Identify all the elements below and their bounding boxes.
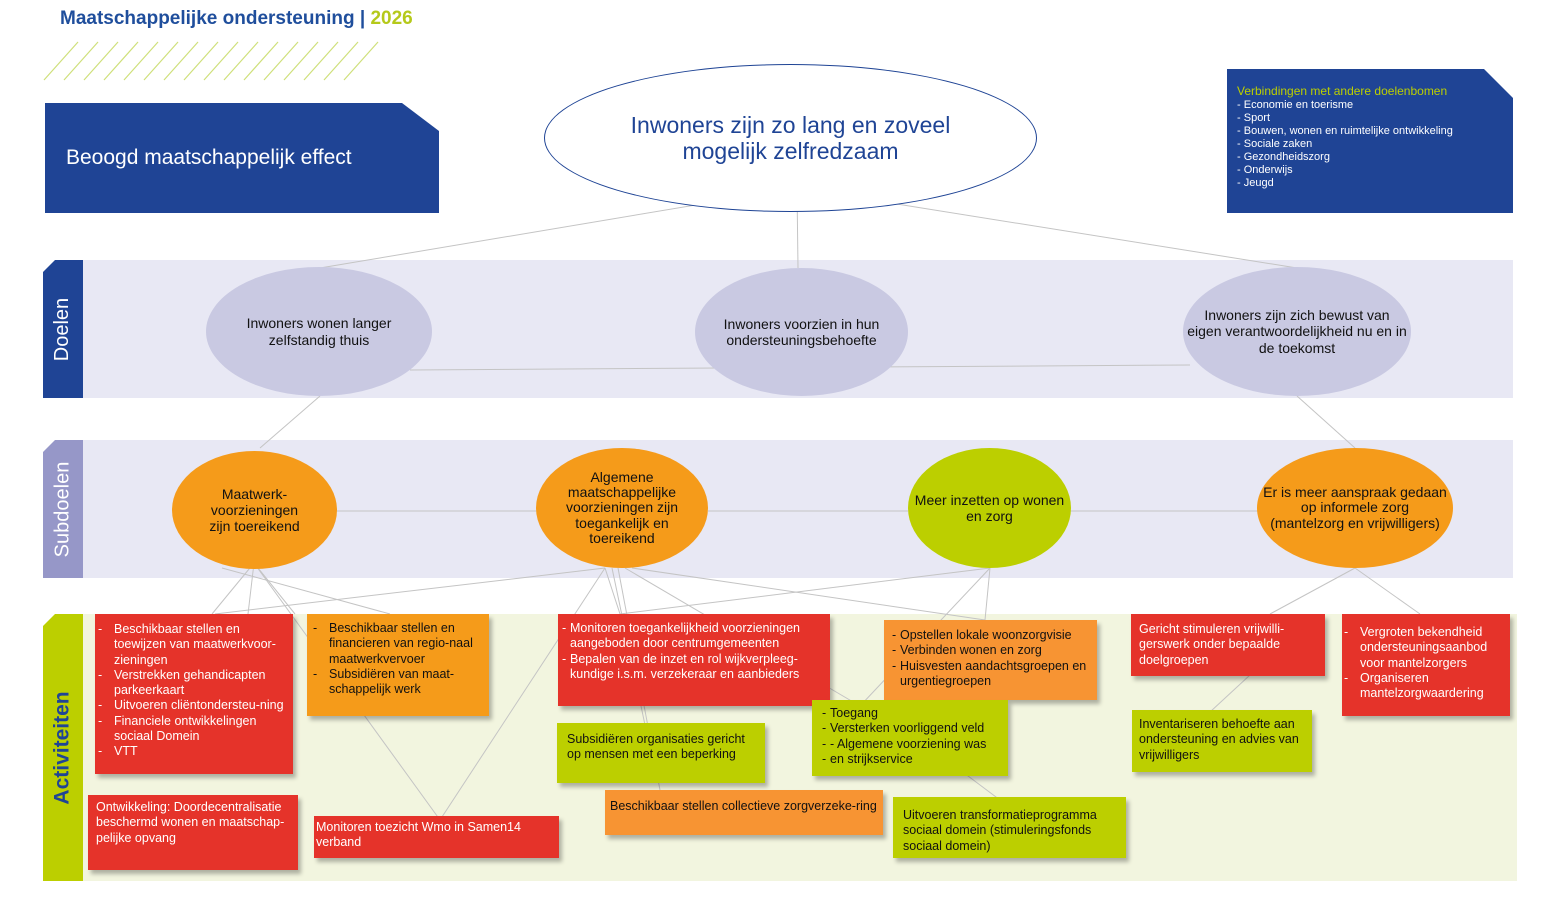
activity-item: Beschikbaar stellen en financieren van r… (311, 621, 485, 667)
activity-note-8: Opstellen lokale woonzorgvisie Verbinden… (884, 620, 1097, 700)
activity-text-12: Inventariseren behoefte aan ondersteunin… (1139, 717, 1299, 762)
effect-label: Beoogd maatschappelijk effect (66, 146, 352, 169)
title-text: Maatschappelijke ondersteuning (60, 8, 355, 29)
connection-item: - Jeugd (1237, 177, 1274, 189)
activity-item: - Algemene voorziening was (822, 737, 1004, 753)
connection-item: - Bouwen, wonen en ruimtelijke ontwikkel… (1237, 125, 1453, 137)
activity-note-11: Gericht stimuleren vrijwilli-gerswerk on… (1131, 614, 1325, 676)
activity-note-10: Uitvoeren transformatieprogramma sociaal… (893, 797, 1126, 858)
activity-note-4: Monitoren toezicht Wmo in Samen14 verban… (314, 816, 559, 858)
activity-item: Toegang (822, 706, 1004, 722)
title-year: 2026 (370, 8, 413, 29)
connection-item: - Sport (1237, 112, 1271, 124)
activity-item: Bepalen van de inzet en rol wijkverpleeg… (562, 652, 826, 683)
connection-item: - Economie en toerisme (1237, 99, 1354, 111)
page-title: Maatschappelijke ondersteuning | 2026 (60, 8, 413, 30)
subdoel-text-4: Er is meer aanspraak gedaan op informele… (1263, 483, 1447, 531)
activity-item: Vergroten bekendheid ondersteuningsaanbo… (1342, 625, 1506, 671)
connections-list: - Economie en toerisme - Sport - Bouwen,… (1237, 99, 1507, 190)
activity-text-6: Subsidiëren organisaties gericht op mens… (567, 732, 745, 762)
doel-text-3: Inwoners zijn zich bewust van eigen vera… (1187, 307, 1407, 356)
connections-title: Verbindingen met andere doelenbomen (1237, 84, 1448, 98)
decorative-hatch (43, 41, 379, 81)
activity-text-7: Beschikbaar stellen collectieve zorgverz… (610, 799, 877, 813)
activity-text-4: Monitoren toezicht Wmo in Samen14 verban… (316, 820, 521, 850)
activity-item: Verbinden wonen en zorg (892, 643, 1093, 659)
doel-ellipse-2: Inwoners voorzien in hun ondersteuningsb… (695, 268, 908, 396)
doel-ellipse-1: Inwoners wonen langer zelfstandig thuis (206, 267, 432, 396)
activity-item: Monitoren toegankelijkheid voorzieningen… (562, 621, 826, 652)
title-separator: | (359, 8, 366, 29)
doelen-tab-shape (43, 260, 83, 398)
activity-note-13: Vergroten bekendheid ondersteuningsaanbo… (1342, 614, 1510, 716)
activity-list-9: Toegang Versterken voorliggend veld - Al… (822, 706, 1004, 767)
activity-item: VTT (96, 744, 289, 760)
subdoelen-tab-shape (43, 440, 83, 578)
connection-item: - Gezondheidszorg (1237, 151, 1330, 163)
activity-list-13: Vergroten bekendheid ondersteuningsaanbo… (1342, 625, 1506, 701)
activity-note-3: Beschikbaar stellen en financieren van r… (307, 614, 489, 716)
main-goal-text: Inwoners zijn zo lang en zoveel mogelijk… (630, 111, 951, 164)
activity-text-2: Ontwikkeling: Doordecentralisatie besche… (96, 800, 285, 845)
activity-note-12: Inventariseren behoefte aan ondersteunin… (1132, 710, 1312, 772)
activity-item: Verstrekken gehandicapten parkeerkaart (96, 668, 289, 699)
activity-list-5: Monitoren toegankelijkheid voorzieningen… (562, 621, 826, 682)
connections-box-shape (1227, 69, 1513, 213)
activity-item: Huisvesten aandachtsgroepen en urgentieg… (892, 659, 1093, 690)
activity-item: Subsidiëren van maat-schappelijk werk (311, 667, 485, 698)
activity-list-8: Opstellen lokale woonzorgvisie Verbinden… (892, 628, 1093, 689)
activity-list-3: Beschikbaar stellen en financieren van r… (311, 621, 485, 697)
subdoel-ellipse-1: Maatwerk-voorzieningen zijn toereikend (172, 451, 337, 569)
doel-text-2: Inwoners voorzien in hun ondersteuningsb… (723, 315, 880, 348)
main-goal-ellipse: Inwoners zijn zo lang en zoveel mogelijk… (544, 64, 1037, 212)
connection-item: - Sociale zaken (1237, 138, 1313, 150)
activity-text-10: Uitvoeren transformatieprogramma sociaal… (903, 808, 1097, 853)
subdoel-text-3: Meer inzetten op wonen en zorg (914, 491, 1065, 524)
activity-note-5: Monitoren toegankelijkheid voorzieningen… (558, 614, 830, 706)
activity-note-1: Beschikbaar stellen en toewijzen van maa… (95, 614, 293, 774)
subdoel-ellipse-4: Er is meer aanspraak gedaan op informele… (1257, 448, 1453, 568)
connection-item: - Onderwijs (1237, 164, 1293, 176)
activity-item: Uitvoeren cliëntondersteu-ning (96, 698, 289, 714)
connections-box: Verbindingen met andere doelenbomen - Ec… (1237, 84, 1507, 190)
activity-note-6: Subsidiëren organisaties gericht op mens… (557, 723, 765, 783)
activity-note-7: Beschikbaar stellen collectieve zorgverz… (605, 790, 883, 835)
activity-item: Beschikbaar stellen en toewijzen van maa… (96, 622, 289, 668)
subdoel-ellipse-2: Algemene maatschappelijke voorzieningen … (536, 448, 708, 568)
doel-text-1: Inwoners wonen langer zelfstandig thuis (246, 315, 392, 348)
activity-item: Organiseren mantelzorgwaardering (1342, 671, 1506, 702)
activity-note-2: Ontwikkeling: Doordecentralisatie besche… (88, 795, 298, 870)
subdoel-text-1: Maatwerk-voorzieningen zijn toereikend (209, 485, 300, 535)
activity-list-1: Beschikbaar stellen en toewijzen van maa… (96, 622, 289, 760)
activity-item: en strijkservice (822, 752, 1004, 768)
activity-text-11: Gericht stimuleren vrijwilli-gerswerk on… (1139, 622, 1285, 667)
subdoel-ellipse-3: Meer inzetten op wonen en zorg (908, 448, 1071, 568)
activity-note-9: Toegang Versterken voorliggend veld - Al… (812, 700, 1008, 776)
activity-item: Versterken voorliggend veld (822, 721, 1004, 737)
activiteiten-tab-shape (43, 614, 83, 881)
doel-ellipse-3: Inwoners zijn zich bewust van eigen vera… (1183, 267, 1411, 396)
subdoel-text-2: Algemene maatschappelijke voorzieningen … (565, 468, 679, 547)
activity-item: Opstellen lokale woonzorgvisie (892, 628, 1093, 644)
activity-item: Financiele ontwikkelingen sociaal Domein (96, 714, 289, 745)
effect-box-shape (45, 103, 439, 213)
